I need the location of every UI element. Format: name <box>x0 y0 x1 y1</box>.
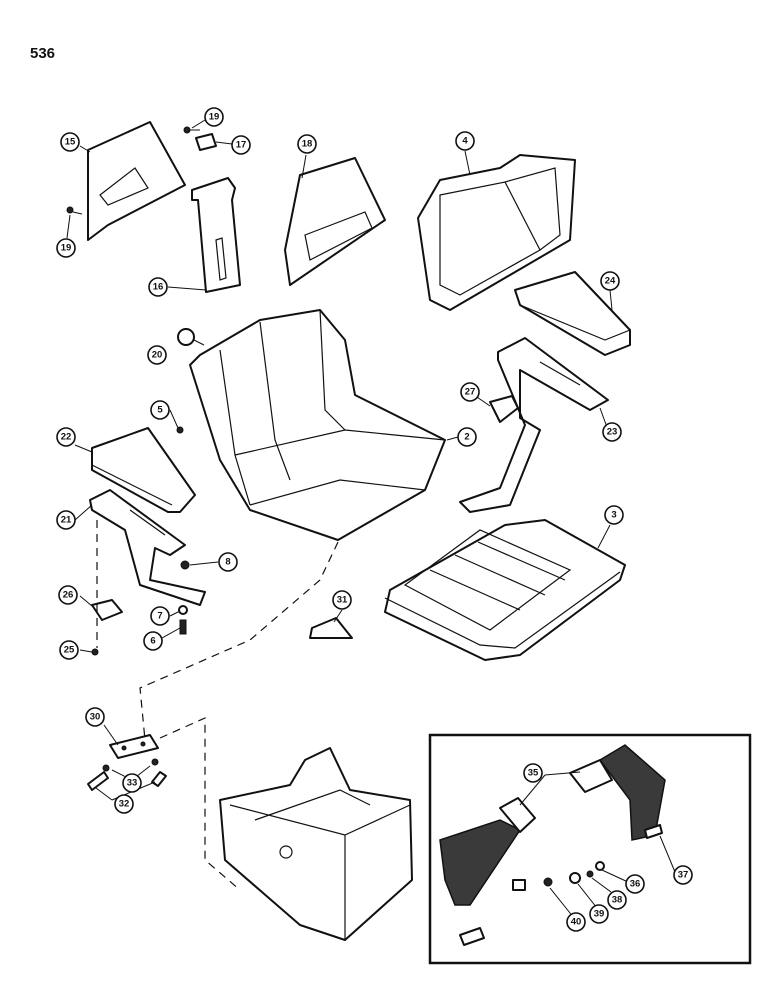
part-25-screw <box>91 648 99 656</box>
callout-15: 15 <box>60 132 80 152</box>
callout-32: 32 <box>114 794 134 814</box>
part-24-armrest-pad <box>514 271 631 356</box>
part-23-armrest-bracket <box>459 337 609 513</box>
callout-26: 26 <box>58 585 78 605</box>
callout-40: 40 <box>566 912 586 932</box>
part-15-side-panel <box>87 121 186 241</box>
part-33-nuts <box>102 758 159 772</box>
callout-3: 3 <box>604 505 624 525</box>
callout-5: 5 <box>150 400 170 420</box>
callout-25: 25 <box>59 640 79 660</box>
svg-text:2: 2 <box>464 432 469 443</box>
part-3-seat-cushion <box>384 519 626 661</box>
svg-text:16: 16 <box>153 282 164 293</box>
seat-base-box <box>219 747 413 941</box>
svg-text:18: 18 <box>302 139 313 150</box>
part-26-bracket-plate <box>91 599 123 621</box>
callout-27: 27 <box>460 382 480 402</box>
svg-text:6: 6 <box>150 636 155 647</box>
svg-text:27: 27 <box>465 387 476 398</box>
svg-text:5: 5 <box>157 405 163 416</box>
callout-38: 38 <box>607 890 627 910</box>
part-32-bolts <box>87 771 167 791</box>
callout-36: 36 <box>625 874 645 894</box>
callout-20: 20 <box>147 345 167 365</box>
svg-text:3: 3 <box>611 510 616 521</box>
part-5-screw <box>176 426 184 434</box>
svg-text:8: 8 <box>225 557 230 568</box>
callout-4: 4 <box>455 131 475 151</box>
svg-text:37: 37 <box>678 870 689 881</box>
callout-24: 24 <box>600 271 620 291</box>
callout-21: 21 <box>56 510 76 530</box>
svg-text:19: 19 <box>61 243 72 254</box>
callout-17: 17 <box>231 135 251 155</box>
part-30-bracket <box>109 734 159 759</box>
svg-text:21: 21 <box>61 515 72 526</box>
callout-8: 8 <box>218 552 238 572</box>
svg-text:25: 25 <box>64 645 75 656</box>
dashed-guide-base <box>159 717 241 891</box>
svg-text:36: 36 <box>630 879 641 890</box>
part-18-back-panel <box>284 157 386 286</box>
part-35-seat-belt <box>439 744 666 906</box>
part-4-backrest-cushion <box>417 154 576 311</box>
part-6-bolt <box>179 619 187 635</box>
part-17-clip <box>195 133 217 151</box>
svg-text:40: 40 <box>571 917 582 928</box>
part-19-screw-bottom <box>66 206 83 215</box>
seat-belt-inset-frame <box>428 733 752 965</box>
part-8-nut <box>180 560 190 570</box>
svg-text:24: 24 <box>605 276 616 287</box>
svg-text:38: 38 <box>612 895 623 906</box>
callout-39: 39 <box>589 904 609 924</box>
leader-lines <box>66 119 676 919</box>
callout-7: 7 <box>150 606 170 626</box>
part-22-armrest-pad <box>91 427 196 513</box>
page-number: 536 <box>30 45 56 62</box>
callout-18: 18 <box>297 134 317 154</box>
svg-text:39: 39 <box>594 909 605 920</box>
svg-text:4: 4 <box>462 136 468 147</box>
svg-text:35: 35 <box>528 768 539 779</box>
callout-22: 22 <box>56 427 76 447</box>
svg-text:33: 33 <box>127 778 138 789</box>
part-7-washer <box>178 605 188 615</box>
callout-23: 23 <box>602 422 622 442</box>
svg-text:17: 17 <box>236 140 247 151</box>
svg-text:31: 31 <box>337 595 348 606</box>
svg-text:32: 32 <box>119 799 130 810</box>
callout-2: 2 <box>457 427 477 447</box>
svg-text:15: 15 <box>65 137 76 148</box>
svg-text:23: 23 <box>607 427 618 438</box>
part-31-bracket <box>309 617 353 639</box>
callout-30: 30 <box>85 707 105 727</box>
svg-text:7: 7 <box>157 611 162 622</box>
callout-31: 31 <box>332 590 352 610</box>
part-16-bracket <box>191 177 241 293</box>
svg-text:30: 30 <box>90 712 101 723</box>
callout-19-top: 19 <box>204 107 224 127</box>
callout-33: 33 <box>122 773 142 793</box>
callout-6: 6 <box>143 631 163 651</box>
svg-text:20: 20 <box>152 350 163 361</box>
callout-16: 16 <box>148 277 168 297</box>
callout-35: 35 <box>523 763 543 783</box>
callout-37: 37 <box>673 865 693 885</box>
seat-belt-hardware <box>459 824 663 946</box>
part-20-knob <box>177 328 205 346</box>
part-19-screw-top <box>183 126 200 134</box>
svg-text:19: 19 <box>209 112 220 123</box>
part-21-armrest-bracket <box>89 489 206 606</box>
part-27-bracket-plate <box>489 395 519 423</box>
svg-text:26: 26 <box>63 590 74 601</box>
svg-text:22: 22 <box>61 432 72 443</box>
callout-19-bottom: 19 <box>56 238 76 258</box>
dashed-guide-seat <box>139 541 339 741</box>
part-2-seat-pan <box>189 309 446 541</box>
